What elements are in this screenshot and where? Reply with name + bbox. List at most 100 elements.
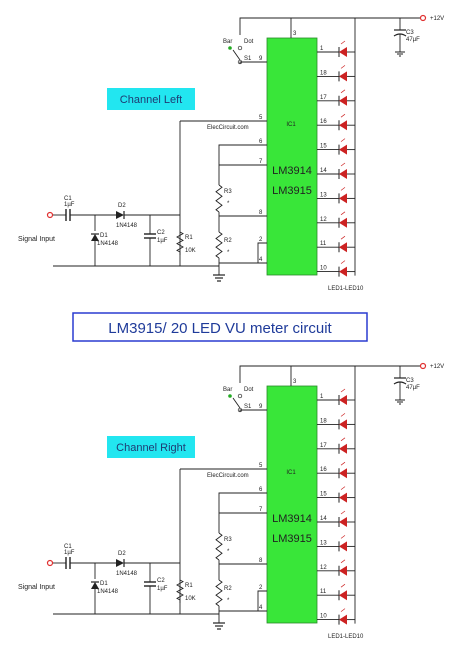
- ic-pin-2: 2: [259, 585, 263, 591]
- ic-pin-13: 13: [320, 540, 327, 546]
- wire: [218, 492, 267, 533]
- ic-pin-17: 17: [320, 443, 327, 449]
- circuit-left-channel: IC1LM3914LM3915ElecCircuit.com3+12VC347µ…: [18, 14, 444, 292]
- channel-label-box: [107, 436, 195, 458]
- ic-name-lm3914: LM3914: [272, 165, 312, 177]
- circuit-right-channel: IC1LM3914LM3915ElecCircuit.com3+12VC347µ…: [18, 362, 444, 640]
- ic-chip: [266, 385, 318, 624]
- led-2: [339, 419, 347, 430]
- ic-pin-18: 18: [320, 418, 327, 424]
- r1-value: 10K: [185, 596, 196, 602]
- r3-value: *: [227, 549, 230, 555]
- switch-bar-label: Bar: [223, 387, 232, 393]
- led-light-arrow: [340, 211, 346, 216]
- ic-ref-label: IC1: [286, 470, 296, 476]
- led-light-arrow: [340, 113, 346, 118]
- c2-ref: C2: [157, 578, 165, 584]
- switch-dot-label: Dot: [244, 387, 254, 393]
- ic-pin-15: 15: [320, 144, 327, 150]
- ic-pin-17: 17: [320, 95, 327, 101]
- r2-ref: R2: [224, 238, 232, 244]
- r1-value: 10K: [185, 248, 196, 254]
- led-light-arrow: [340, 486, 346, 490]
- ic-pin-12: 12: [320, 217, 327, 223]
- resistor-r2: [215, 579, 223, 607]
- c1-ref: C1: [64, 544, 72, 550]
- led-6: [339, 517, 347, 527]
- title-banner: LM3915/ 20 LED VU meter circuit: [72, 312, 368, 342]
- ic-name-lm3915: LM3915: [272, 533, 312, 545]
- led-light-arrow: [340, 65, 346, 69]
- switch-bar-label: Bar: [223, 39, 232, 45]
- switch-dot-contact: [237, 45, 243, 51]
- supply-label: +12V: [430, 16, 444, 22]
- r1-ref: R1: [185, 235, 193, 241]
- led-7: [339, 193, 347, 204]
- c1-value: 1µF: [64, 550, 75, 556]
- led-light-arrow: [340, 260, 346, 264]
- led-light-arrow: [340, 162, 346, 167]
- r2-value: *: [227, 250, 230, 256]
- led-light-arrow: [340, 235, 346, 240]
- website-label: ElecCircuit.com: [207, 125, 249, 131]
- ic-pin-6: 6: [259, 139, 263, 145]
- led-5: [339, 144, 347, 155]
- ic-pin-13: 13: [320, 192, 327, 198]
- website-label: ElecCircuit.com: [207, 473, 249, 479]
- c3-ref: C3: [406, 378, 414, 384]
- d1-value: 1N4148: [97, 241, 119, 247]
- d1-ref: D1: [100, 581, 108, 587]
- d2-ref: D2: [118, 551, 126, 557]
- r3-value: *: [227, 201, 230, 207]
- ic-pin-16: 16: [320, 467, 327, 473]
- ic-pin-3: 3: [293, 379, 297, 385]
- switch-dot-contact: [237, 393, 243, 399]
- led-light-arrow: [340, 413, 346, 417]
- led-4: [339, 468, 347, 479]
- led-7: [339, 541, 347, 552]
- channel-label: Channel Left: [120, 94, 182, 106]
- ic-pin-3: 3: [293, 31, 297, 37]
- signal-input-terminal: [46, 211, 54, 219]
- led-light-arrow: [340, 535, 346, 539]
- switch-ref: S1: [244, 404, 252, 410]
- resistor-r1: [176, 231, 184, 253]
- led-light-arrow: [340, 583, 346, 588]
- signal-input-label: Signal Input: [18, 584, 55, 591]
- wire: [290, 365, 420, 386]
- supply-label: +12V: [430, 364, 444, 370]
- led-light-arrow: [340, 608, 346, 612]
- ic-pin-1: 1: [320, 46, 324, 52]
- led-light-arrow: [340, 437, 346, 442]
- ic-ref-label: IC1: [286, 122, 296, 128]
- led-10: [339, 614, 347, 625]
- ic-pin-11: 11: [320, 589, 327, 595]
- c1-value: 1µF: [64, 202, 75, 208]
- ic-pin-2: 2: [259, 237, 263, 243]
- led-10: [339, 266, 347, 277]
- channel-label-box: [107, 88, 195, 110]
- c2-value: 1µF: [157, 238, 168, 244]
- c3-ref: C3: [406, 30, 414, 36]
- wire: [290, 17, 420, 38]
- d2-ref: D2: [118, 203, 126, 209]
- led-light-arrow: [340, 388, 346, 393]
- led-light-arrow: [340, 559, 346, 564]
- led-light-arrow: [340, 40, 346, 45]
- led-light-arrow: [340, 461, 346, 466]
- switch-ref: S1: [244, 56, 252, 62]
- ic-pin-14: 14: [320, 168, 327, 174]
- ic-pin-8: 8: [259, 558, 263, 564]
- switch-bar-contact: [228, 46, 232, 50]
- resistor-r2: [215, 231, 223, 259]
- ic-pin-8: 8: [259, 210, 263, 216]
- wire: [239, 61, 267, 64]
- wire: [218, 144, 267, 185]
- led-light-arrow: [340, 187, 346, 191]
- led-1: [339, 395, 347, 405]
- led-5: [339, 492, 347, 503]
- d2-value: 1N4148: [116, 571, 138, 577]
- ic-chip: [266, 37, 318, 276]
- led-light-arrow: [340, 138, 346, 142]
